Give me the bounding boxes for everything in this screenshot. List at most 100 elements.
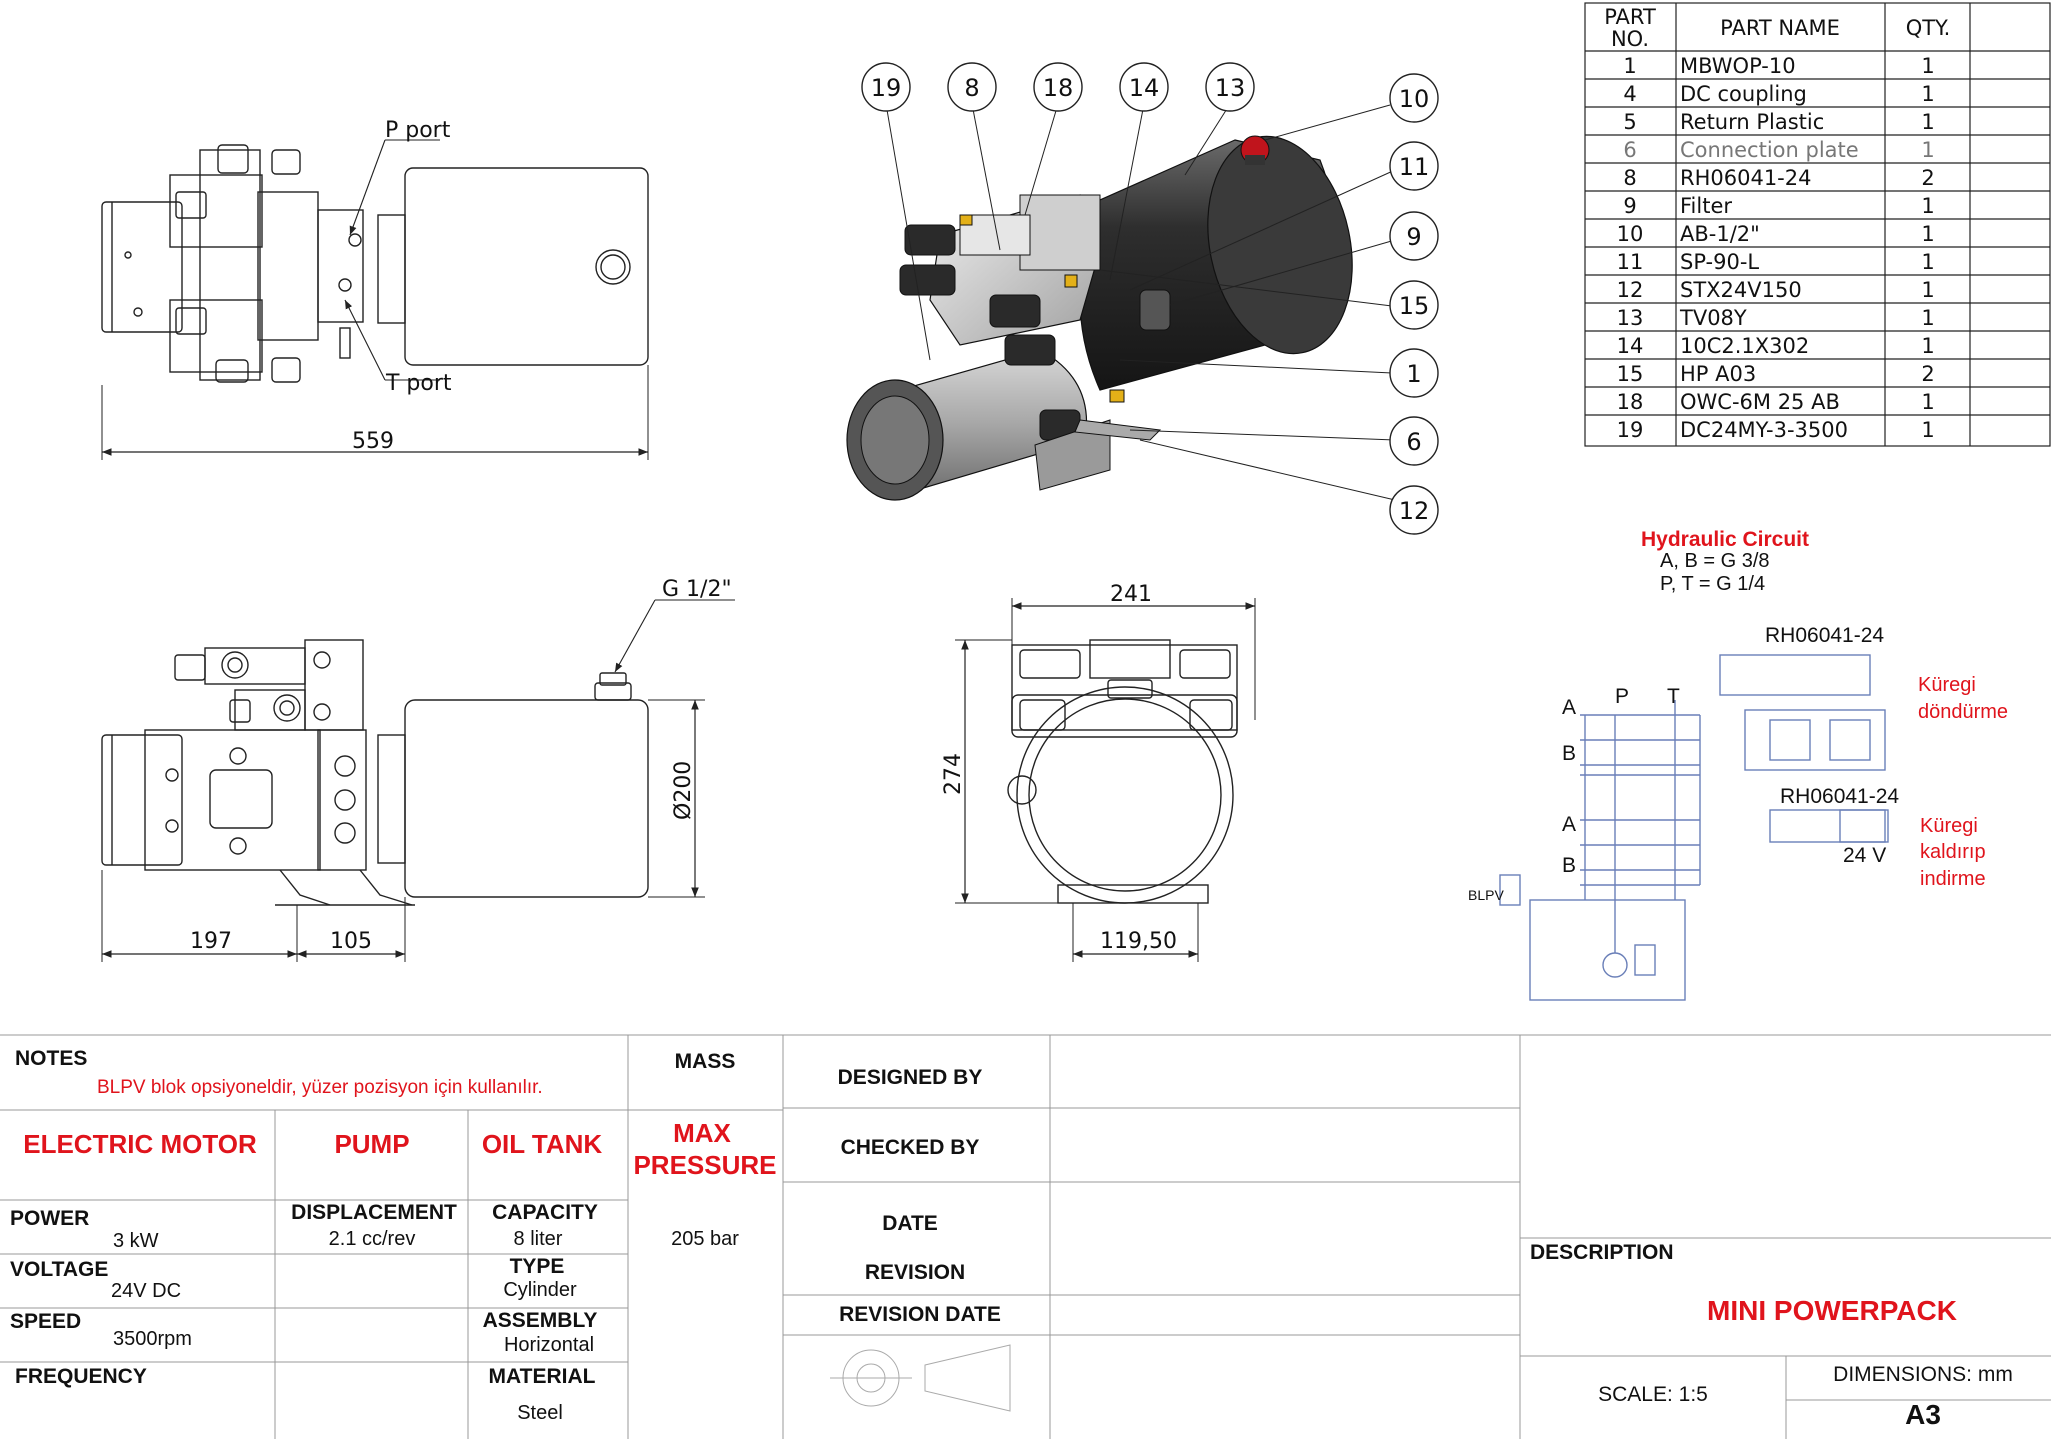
note1-line2: döndürme	[1918, 701, 2008, 723]
displacement-value: 2.1 cc/rev	[329, 1228, 416, 1250]
balloon-9: 9	[1406, 223, 1421, 251]
bom-cell-qty: 1	[1921, 222, 1934, 246]
blpv-label: BLPV	[1468, 887, 1504, 903]
bom-cell-no: 11	[1617, 250, 1644, 274]
notes-text: BLPV blok opsiyoneldir, yüzer pozisyon i…	[97, 1077, 543, 1098]
title-block-text: NOTES BLPV blok opsiyoneldir, yüzer pozi…	[10, 1047, 2013, 1430]
dim-105: 105	[330, 929, 372, 954]
assembly-value: Horizontal	[504, 1334, 594, 1356]
port-a-lower: A	[1562, 813, 1576, 836]
capacity-label: CAPACITY	[492, 1201, 598, 1224]
bom-cell-qty: 2	[1921, 362, 1934, 386]
bom-cell-no: 12	[1617, 278, 1644, 302]
port-a-upper: A	[1562, 696, 1576, 719]
speed-label: SPEED	[10, 1310, 81, 1333]
bom-cell-qty: 1	[1921, 138, 1934, 162]
power-label: POWER	[10, 1207, 89, 1230]
port-p: P	[1615, 685, 1629, 708]
dim-197: 197	[190, 929, 232, 954]
oil-tank-heading: OIL TANK	[482, 1129, 603, 1159]
circuit-line-pt: P, T = G 1/4	[1660, 573, 1765, 595]
balloon-10: 10	[1399, 85, 1430, 113]
g-half-inch-label: G 1/2"	[662, 577, 732, 602]
circuit-voltage: 24 V	[1843, 844, 1886, 867]
circuit-line-ab: A, B = G 3/8	[1660, 550, 1770, 572]
balloon-6: 6	[1406, 428, 1421, 456]
table-row: 18 OWC-6M 25 AB 1	[1617, 390, 1935, 414]
bom-headers: PART NO. PART NAME QTY.	[1604, 5, 1950, 51]
revision-label: REVISION	[865, 1261, 965, 1284]
revision-date-label: REVISION DATE	[839, 1303, 1001, 1326]
circuit-lines	[1499, 654, 1889, 1001]
p-port-label: P port	[385, 118, 451, 143]
bom-table	[1584, 2, 2051, 447]
bom-cell-qty: 1	[1921, 82, 1934, 106]
description-value: MINI POWERPACK	[1707, 1295, 1957, 1326]
bom-cell-name: Return Plastic	[1680, 110, 1824, 134]
valve1-label: RH06041-24	[1765, 624, 1884, 647]
designed-by-label: DESIGNED BY	[838, 1066, 983, 1089]
displacement-label: DISPLACEMENT	[291, 1201, 457, 1224]
capacity-value: 8 liter	[514, 1228, 563, 1250]
max-heading: MAX	[673, 1118, 731, 1148]
bom-cell-no: 4	[1623, 82, 1636, 106]
bom-cell-name: 10C2.1X302	[1680, 334, 1809, 358]
port-b-lower: B	[1562, 854, 1576, 877]
material-value: Steel	[517, 1402, 563, 1424]
bom-cell-name: OWC-6M 25 AB	[1680, 390, 1840, 414]
balloon-1: 1	[1406, 360, 1421, 388]
bom-cell-name: HP A03	[1680, 362, 1756, 386]
bom-cell-no: 8	[1623, 166, 1636, 190]
bom-cell-no: 6	[1623, 138, 1636, 162]
balloon-12: 12	[1399, 497, 1430, 525]
bom-cell-qty: 2	[1921, 166, 1934, 190]
type-value: Cylinder	[503, 1279, 577, 1301]
hydraulic-circuit: Hydraulic Circuit A, B = G 3/8 P, T = G …	[1468, 528, 2008, 1001]
top-view	[101, 139, 649, 460]
table-row: 12 STX24V150 1	[1617, 278, 1935, 302]
t-port-label: T port	[385, 371, 452, 396]
bom-cell-name: DC24MY-3-3500	[1680, 418, 1848, 442]
bom-cell-name: MBWOP-10	[1680, 54, 1796, 78]
description-label: DESCRIPTION	[1530, 1241, 1674, 1264]
table-row: 15 HP A03 2	[1617, 362, 1935, 386]
bom-cell-name: AB-1/2"	[1680, 222, 1760, 246]
speed-value: 3500rpm	[113, 1328, 192, 1350]
balloon-19: 19	[871, 74, 902, 102]
dimensions-label: DIMENSIONS: mm	[1833, 1363, 2013, 1386]
scale-label: SCALE: 1:5	[1598, 1383, 1708, 1406]
note2-line3: indirme	[1920, 868, 1986, 890]
power-value: 3 kW	[113, 1230, 159, 1252]
bom-cell-qty: 1	[1921, 278, 1934, 302]
bom-cell-no: 1	[1623, 54, 1636, 78]
notes-label: NOTES	[15, 1047, 87, 1070]
bom-cell-qty: 1	[1921, 390, 1934, 414]
bom-cell-qty: 1	[1921, 250, 1934, 274]
bom-cell-no: 15	[1617, 362, 1644, 386]
leader-lines	[885, 103, 1396, 501]
balloon-labels: 19 8 18 14 13 10 11 9 15 1 6 12	[871, 74, 1430, 525]
table-row: 8 RH06041-24 2	[1623, 166, 1934, 190]
balloon-11: 11	[1399, 153, 1430, 181]
mass-label: MASS	[675, 1050, 736, 1073]
bom-cell-no: 13	[1617, 306, 1644, 330]
bom-cell-name: STX24V150	[1680, 278, 1802, 302]
bom-cell-no: 14	[1617, 334, 1644, 358]
balloon-13: 13	[1215, 74, 1246, 102]
bom-cell-name: RH06041-24	[1680, 166, 1812, 190]
electric-motor-heading: ELECTRIC MOTOR	[23, 1129, 257, 1159]
port-b-upper: B	[1562, 742, 1576, 765]
date-label: DATE	[882, 1212, 938, 1235]
pressure-heading: PRESSURE	[633, 1150, 776, 1180]
dim-119-50: 119,50	[1100, 929, 1177, 954]
type-label: TYPE	[510, 1255, 565, 1278]
bom-cell-no: 18	[1617, 390, 1644, 414]
